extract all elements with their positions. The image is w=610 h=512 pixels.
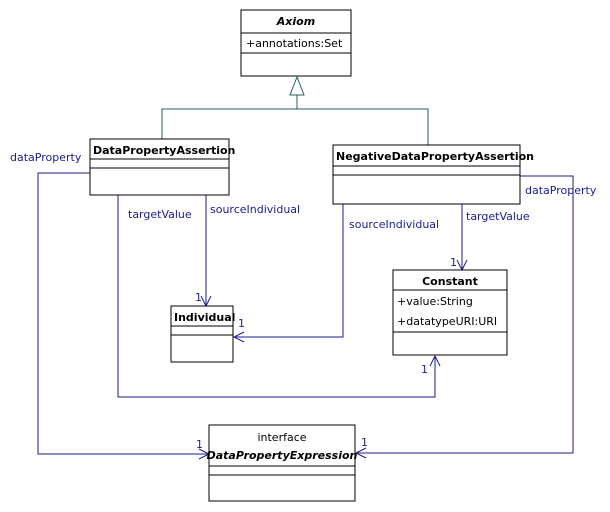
association-dpa-dataproperty: dataProperty 1	[10, 151, 211, 460]
class-name: DataPropertyAssertion	[93, 144, 235, 157]
arrowhead	[232, 331, 245, 343]
association-dpa-targetvalue: targetValue 1	[117, 195, 441, 398]
class-data-property-assertion[interactable]: DataPropertyAssertion	[89, 138, 235, 196]
generalization-arrowhead	[289, 75, 305, 96]
class-attribute: +annotations:Set	[246, 37, 343, 50]
association-ndpa-sourceindividual: sourceIndividual 1	[232, 204, 439, 343]
role-label: targetValue	[466, 210, 530, 223]
association-ndpa-targetvalue: targetValue 1	[450, 204, 530, 272]
class-constant[interactable]: Constant +value:String +datatypeURI:URI	[392, 269, 508, 356]
role-label: targetValue	[128, 208, 192, 221]
association-line	[117, 195, 436, 398]
class-stereotype: interface	[257, 431, 306, 444]
role-label: sourceIndividual	[349, 218, 439, 231]
association-line	[37, 172, 209, 455]
class-name: Constant	[422, 275, 478, 288]
multiplicity-label: 1	[195, 291, 202, 304]
class-axiom[interactable]: Axiom +annotations:Set	[240, 9, 352, 77]
multiplicity-label: 1	[450, 256, 457, 269]
multiplicity-label: 1	[361, 436, 368, 449]
class-attribute: +datatypeURI:URI	[397, 315, 497, 328]
class-attribute: +value:String	[397, 295, 473, 308]
association-line	[356, 175, 574, 454]
multiplicity-label: 1	[196, 438, 203, 451]
association-dpa-sourceindividual: sourceIndividual 1	[195, 195, 300, 308]
class-name: NegativeDataPropertyAssertion	[336, 150, 534, 163]
role-label: dataProperty	[10, 151, 82, 164]
generalization-lines	[161, 75, 429, 145]
class-name: Axiom	[276, 15, 315, 28]
arrowhead	[429, 354, 441, 367]
class-negative-data-property-assertion[interactable]: NegativeDataPropertyAssertion	[332, 144, 534, 205]
multiplicity-label: 1	[421, 363, 428, 376]
role-label: dataProperty	[525, 184, 597, 197]
arrowhead	[354, 447, 367, 459]
association-line	[234, 204, 344, 338]
generalization-connector	[161, 108, 429, 145]
class-name: Individual	[174, 311, 235, 324]
association-ndpa-dataproperty: dataProperty 1	[354, 175, 597, 459]
class-data-property-expression[interactable]: interface DataPropertyExpression	[207, 424, 358, 502]
role-label: sourceIndividual	[210, 203, 300, 216]
multiplicity-label: 1	[238, 317, 245, 330]
class-individual[interactable]: Individual	[170, 305, 235, 363]
class-name: DataPropertyExpression	[207, 449, 358, 462]
